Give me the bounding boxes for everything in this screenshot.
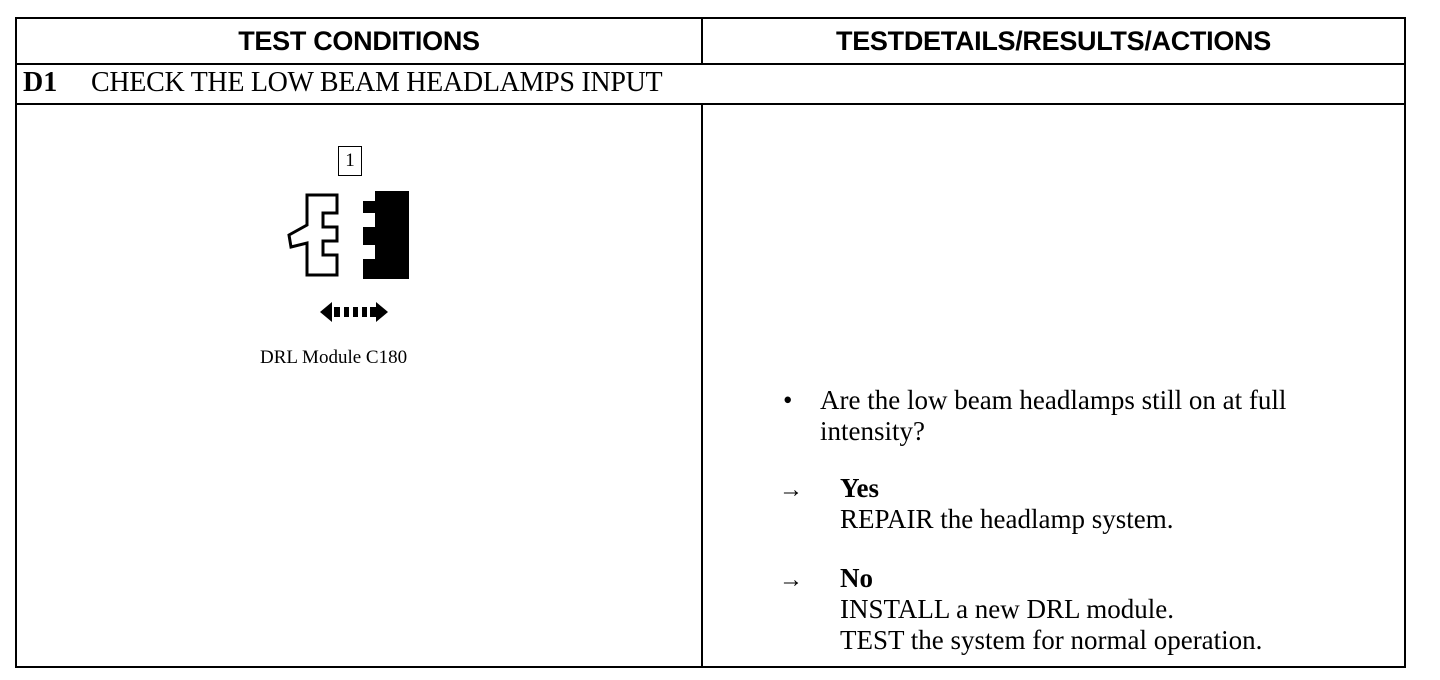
no-action-line-2: TEST the system for normal operation.: [840, 625, 1263, 655]
yes-arrow-icon: →: [779, 477, 803, 503]
test-details-header: TESTDETAILS/RESULTS/ACTIONS: [836, 25, 1271, 56]
yes-response: Yes REPAIR the headlamp system.: [840, 473, 1400, 535]
no-label: No: [840, 563, 873, 593]
test-table: TEST CONDITIONS TESTDETAILS/RESULTS/ACTI…: [15, 17, 1406, 668]
no-action-line-1: INSTALL a new DRL module.: [840, 594, 1175, 624]
step-title: CHECK THE LOW BEAM HEADLAMPS INPUT: [91, 67, 663, 98]
body-column-divider: [701, 105, 703, 666]
step-row: D1 CHECK THE LOW BEAM HEADLAMPS INPUT: [17, 63, 1404, 103]
bullet-marker: •: [783, 385, 793, 415]
disconnect-arrow-icon: [320, 302, 388, 322]
test-question: Are the low beam headlamps still on at f…: [820, 385, 1287, 446]
step-id: D1: [23, 67, 58, 98]
no-arrow-icon: →: [779, 567, 803, 593]
yes-action-line: REPAIR the headlamp system.: [840, 504, 1174, 534]
header-column-divider: [701, 19, 703, 63]
test-conditions-cell: 1 DRL Module C180: [17, 105, 701, 666]
no-response: No INSTALL a new DRL module. TEST the sy…: [840, 563, 1400, 656]
test-conditions-header: TEST CONDITIONS: [238, 25, 480, 56]
connector-caption: DRL Module C180: [260, 347, 408, 368]
test-details-cell: • Are the low beam headlamps still on at…: [703, 105, 1404, 666]
step-divider: [17, 103, 1404, 105]
header-divider: [17, 63, 1404, 65]
yes-label: Yes: [840, 473, 879, 503]
connector-icon: [287, 191, 409, 279]
callout-number: 1: [338, 146, 362, 176]
